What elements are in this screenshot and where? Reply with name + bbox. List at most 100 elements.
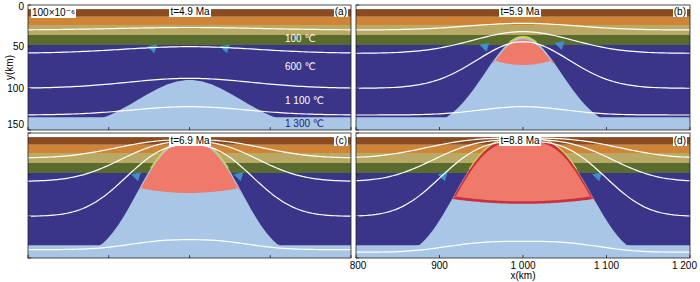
panel-content [28,5,351,130]
panel [28,133,351,258]
upwelling-dome [356,137,690,258]
tick [351,255,352,258]
tick [523,255,524,258]
panel-frame [28,133,351,258]
asthenosphere [356,133,690,258]
upwelling-dome [28,80,351,130]
isotherm [28,240,351,250]
axis-title: y(km) [4,55,15,80]
axis-tick: 1 200 [672,260,697,271]
axis-tick: 50 [13,41,24,52]
panel-frame [28,5,351,130]
tick [108,255,109,258]
isotherm-label: 100 ℃ [285,33,316,44]
tick [690,127,691,130]
melt-zone [493,39,553,65]
axis-tick: 800 [350,260,367,271]
tick [356,88,359,89]
tick [28,174,31,175]
tick [28,5,31,6]
wedge-blob [131,172,141,181]
isotherm [28,145,351,217]
axis-tick: 1 100 [594,260,619,271]
panel-letter: (b) [673,6,687,17]
tick [356,216,359,217]
axis-title: x(km) [511,270,536,281]
asthenosphere [356,5,690,130]
isotherm [28,47,351,53]
asthenosphere [28,133,351,258]
panel-content [356,133,690,258]
panel [356,5,690,130]
time-label: t=6.9 Ma [169,135,210,146]
panel-frame [356,5,690,130]
tick [356,133,359,134]
panel-content [356,5,690,130]
upwelling-dome [28,140,351,258]
isotherm [28,78,351,88]
isotherm [28,107,351,115]
tick [270,255,271,258]
tick [356,46,359,47]
melt-zone [139,142,239,193]
panel-letter: (d) [673,135,687,146]
isotherm [28,141,351,181]
layer [356,25,690,35]
scale-note: 100×10⁻⁶ [31,7,76,18]
tick [189,255,190,258]
isotherm [356,32,690,54]
tick [28,130,31,131]
wedge-blob [592,172,602,181]
axis-tick: 100 [7,83,24,94]
axis-tick: 0 [18,1,24,12]
isotherm [356,241,690,252]
wedge-blob [234,172,244,181]
melt-zone [451,138,595,204]
tick [606,255,607,258]
isotherm [356,23,690,30]
tick [351,127,352,130]
isotherm-label: 1 300 ℃ [285,118,324,129]
panel-letter: (a) [334,6,348,17]
tick [28,216,31,217]
isotherm [356,107,690,115]
wedge-blob [438,172,448,181]
tick [28,255,29,258]
tick [439,127,440,130]
tick [28,46,31,47]
tick [356,174,359,175]
panel-content [28,133,351,258]
panel [28,5,351,130]
tick [606,127,607,130]
isotherm-label: 1 100 ℃ [285,95,324,106]
isotherm [28,28,351,30]
tick [28,88,31,89]
time-label: t=5.9 Ma [499,6,540,17]
panel-frame [356,133,690,258]
isotherm-label: 600 ℃ [285,61,316,72]
isotherm [356,141,690,216]
tick [28,133,31,134]
panel-letter: (c) [334,135,348,146]
axis-tick: 1 000 [510,260,535,271]
tick [270,127,271,130]
wedge-blob [555,41,565,50]
tick [356,255,357,258]
tick [356,5,359,6]
tick [28,258,31,259]
time-label: t=4.9 Ma [169,6,210,17]
asthenosphere [28,5,351,130]
tick [108,127,109,130]
tick [523,127,524,130]
tick [356,258,359,259]
axis-tick: 900 [431,260,448,271]
tick [356,127,357,130]
panel [356,133,690,258]
tick [28,127,29,130]
wedge-blob [220,44,230,53]
wedge-blob [479,43,489,52]
tick [189,127,190,130]
wedge-blob [147,44,157,53]
upwelling-dome [356,37,690,130]
